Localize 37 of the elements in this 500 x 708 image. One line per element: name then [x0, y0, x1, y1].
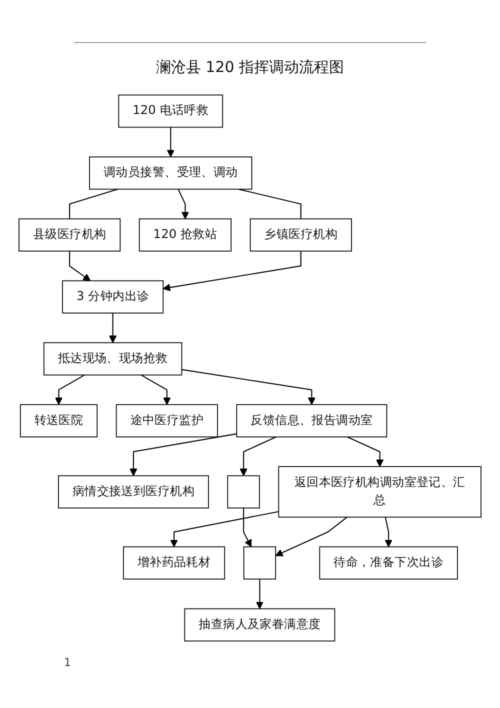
- connector: [69, 188, 118, 219]
- arrow: [240, 436, 276, 476]
- node-box: [227, 475, 260, 508]
- arrow: [178, 188, 190, 220]
- node-box: 返回本医疗机构调动室登记、汇总: [278, 466, 482, 518]
- arrow: [54, 374, 85, 405]
- node-box: 抵达现场、现场抢救: [43, 342, 182, 376]
- arrow: [256, 579, 264, 610]
- node-box: 调动员接警、受理、调动: [89, 156, 252, 190]
- node-box: 待命，准备下次出诊: [319, 546, 458, 580]
- arrow: [347, 436, 384, 467]
- arrow: [69, 251, 91, 282]
- node-box: 反馈信息、报告调动室: [236, 404, 388, 438]
- arrow: [108, 313, 117, 344]
- node-box: 120 电话呼救: [118, 94, 224, 128]
- arrow: [170, 511, 279, 548]
- node-box: 增补药品耗材: [123, 546, 226, 580]
- connector: [238, 188, 302, 219]
- arrow: [182, 369, 316, 405]
- diagram-title: 澜沧县 120 指挥调动流程图: [154, 58, 346, 77]
- node-box: 3 分钟内出诊: [62, 280, 164, 314]
- node-box: [243, 546, 276, 580]
- node-box: 抽查病人及家眷满意度: [184, 608, 336, 642]
- arrow: [140, 374, 171, 405]
- arrow: [166, 127, 174, 158]
- node-box: 120 抢救站: [138, 218, 232, 252]
- node-box: 转送医院: [20, 404, 98, 438]
- arrow: [384, 517, 392, 548]
- node-box: 病情交接送到医疗机构: [58, 475, 209, 508]
- arrow: [162, 251, 302, 292]
- node-box: 途中医疗监护: [116, 404, 218, 438]
- arrow: [243, 508, 252, 548]
- arrow: [130, 433, 237, 476]
- arrow: [275, 516, 348, 556]
- node-box: 乡镇医疗机构: [250, 218, 352, 252]
- page-number: 1: [64, 656, 71, 669]
- node-box: 县级医疗机构: [18, 218, 121, 252]
